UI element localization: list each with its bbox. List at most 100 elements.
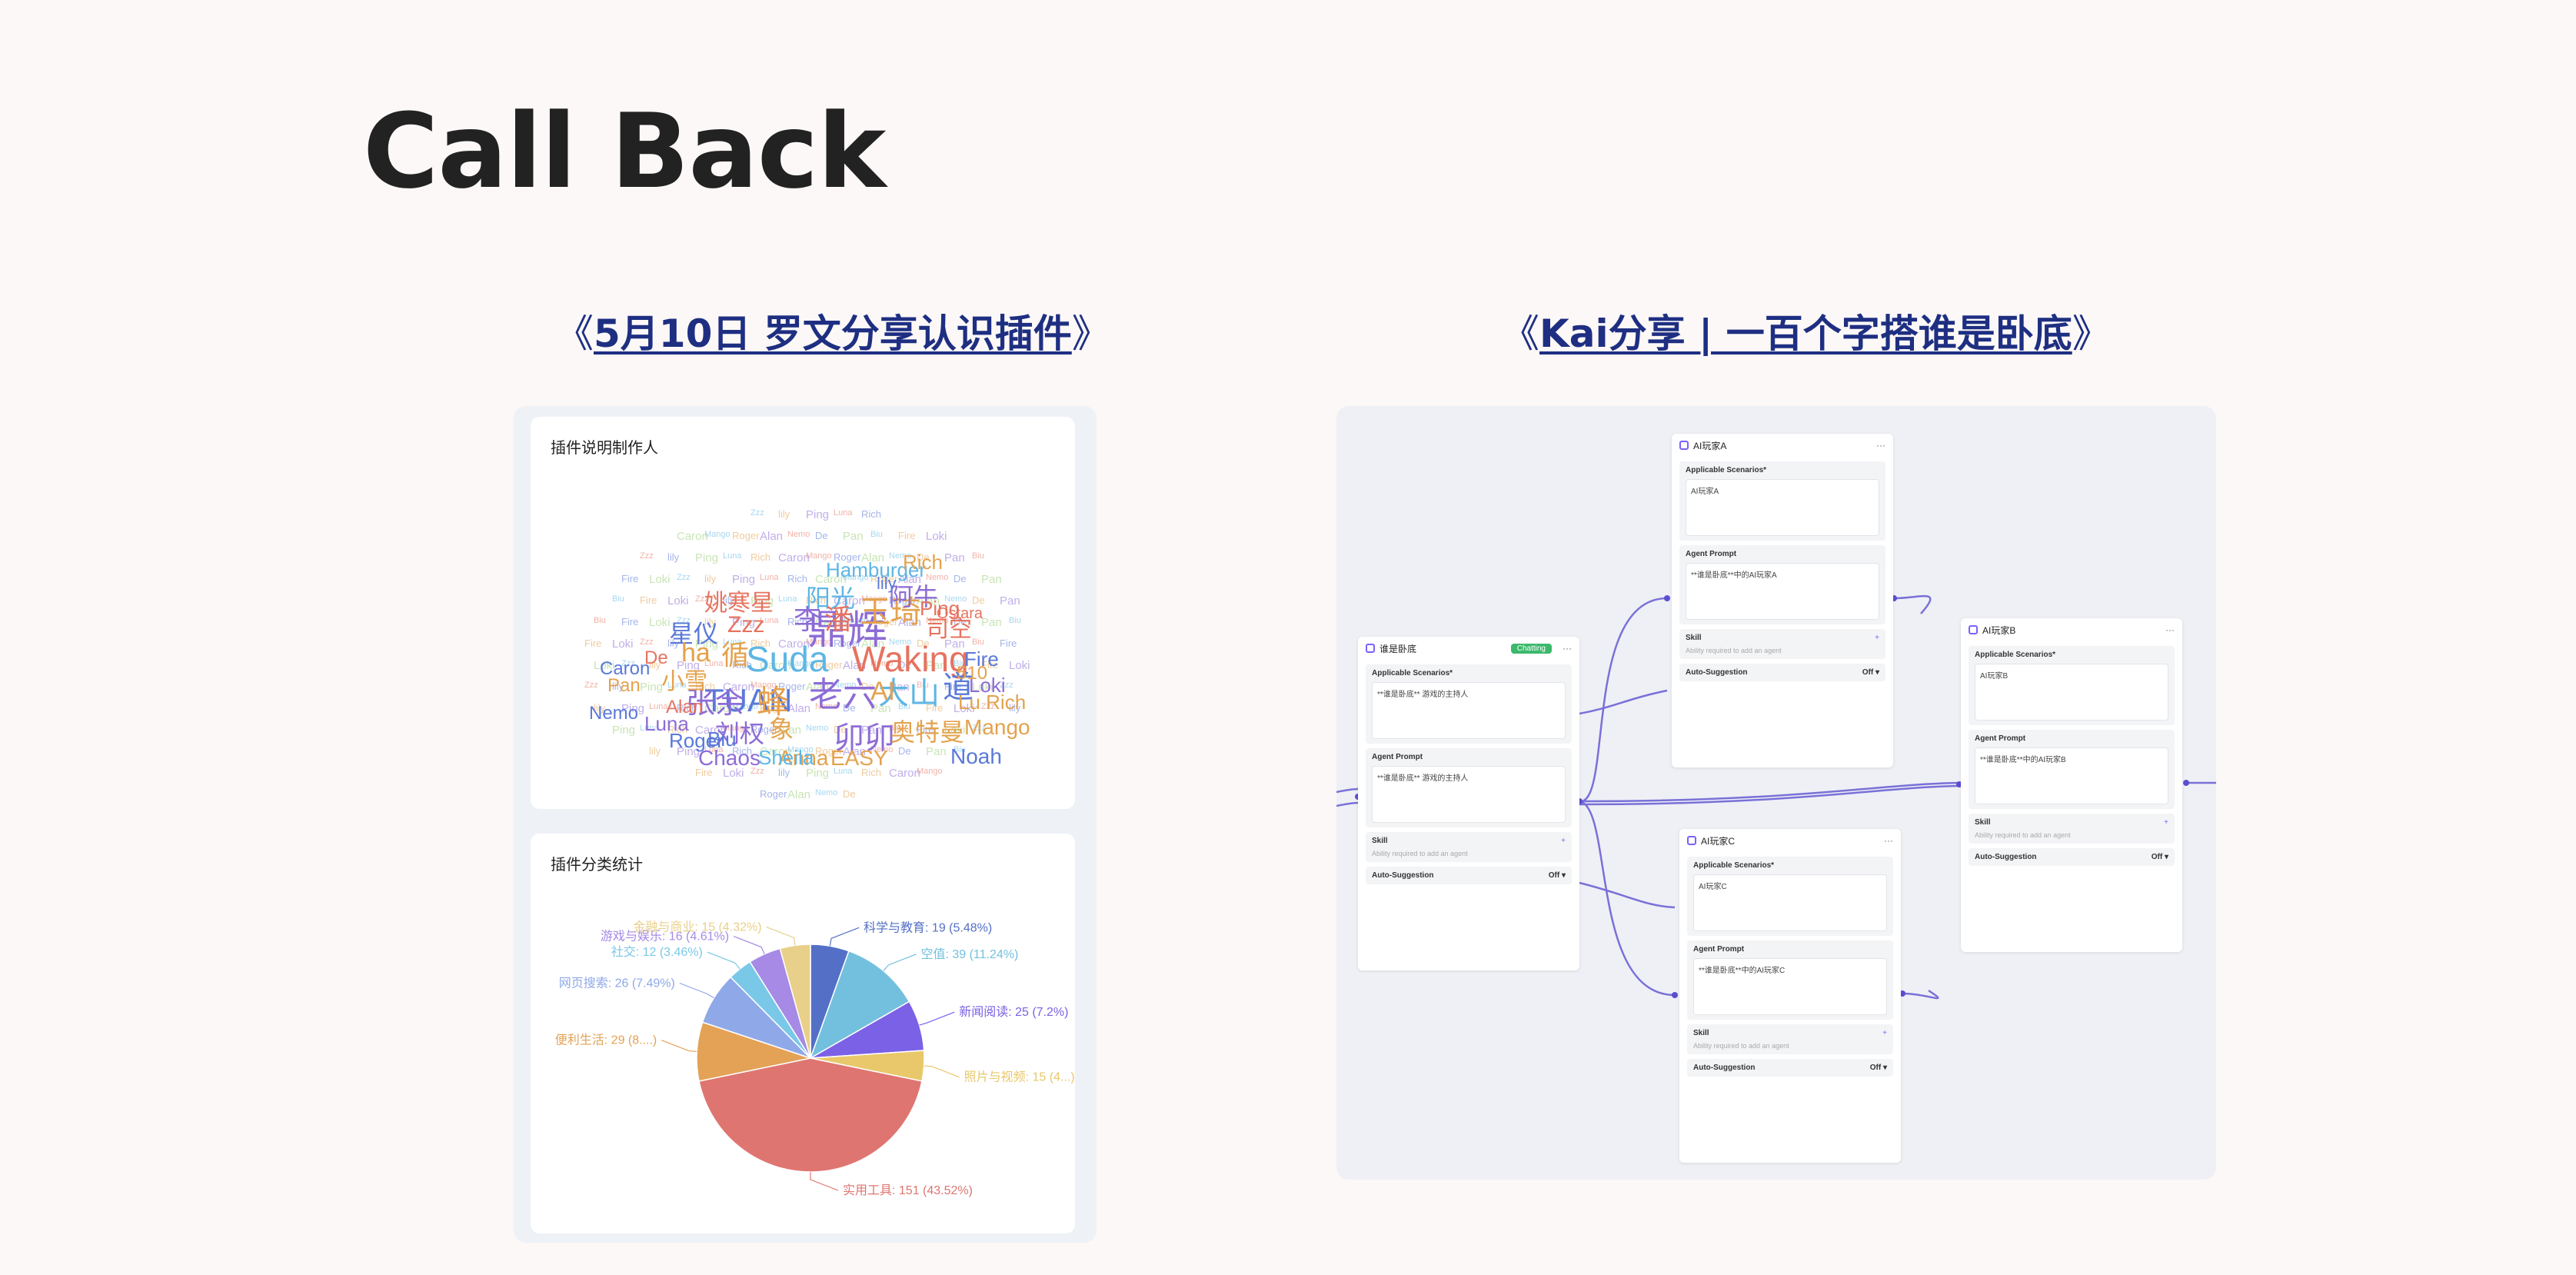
skill-section: Skill+ Ability required to add an agent <box>1679 629 1885 659</box>
cloud-filler-word: Luna <box>778 594 797 604</box>
cloud-filler-word: Roger <box>732 530 760 541</box>
cloud-filler-word: lily <box>649 745 661 757</box>
skill-section: Skill+ Ability required to add an agent <box>1687 1024 1893 1054</box>
cloud-filler-word: Caron <box>760 659 791 672</box>
cloud-filler-word: Rich <box>751 551 771 563</box>
node-ai-b[interactable]: AI玩家B ··· Applicable Scenarios* AI玩家B Ag… <box>1961 618 2182 952</box>
cloud-filler-word: Zzz <box>695 594 709 604</box>
cloud-word: Ostara <box>937 605 983 622</box>
node-ai-a[interactable]: AI玩家A ··· Applicable Scenarios* AI玩家A Ag… <box>1672 434 1893 767</box>
cloud-word: 蜂 <box>757 684 790 720</box>
cloud-word: Waking <box>852 639 969 679</box>
cloud-filler-word: Fire <box>1000 638 1017 649</box>
cloud-filler-word: Zzz <box>677 573 691 582</box>
cloud-word: 阳光 <box>806 584 856 612</box>
cloud-word: 潘 <box>824 604 853 635</box>
cloud-filler-word: De <box>972 594 985 606</box>
cloud-filler-word: Loki <box>612 638 634 651</box>
scenarios-input[interactable]: AI玩家C <box>1693 874 1887 931</box>
cloud-filler-word: Roger <box>778 681 806 692</box>
cloud-filler-word: Alan <box>861 638 885 651</box>
auto-toggle[interactable]: Off ▾ <box>1548 871 1566 880</box>
left-link[interactable]: 5月10日 罗文分享认识插件 <box>594 311 1072 356</box>
cloud-filler-word: Zzz <box>677 616 691 625</box>
cloud-filler-word: Ping <box>640 681 664 694</box>
cloud-filler-word: Caron <box>778 551 810 564</box>
cloud-filler-word: Pan <box>981 616 1002 629</box>
section-label: Agent Prompt <box>1686 550 1737 558</box>
add-skill-button[interactable]: + <box>2164 818 2168 827</box>
cloud-filler-word: Roger <box>889 594 917 606</box>
node-main[interactable]: 谁是卧底 Chatting ··· Applicable Scenarios* … <box>1358 637 1579 970</box>
more-icon[interactable]: ··· <box>1563 643 1572 654</box>
cloud-filler-word: Rich <box>732 745 753 757</box>
cloud-filler-word: Rich <box>677 702 697 714</box>
scenarios-section: Applicable Scenarios* AI玩家C <box>1687 857 1893 936</box>
cloud-filler-word: De <box>898 659 911 671</box>
cloud-filler-word: Ping <box>732 573 756 586</box>
prompt-input[interactable]: **谁是卧底** 游戏的主持人 <box>1372 766 1566 823</box>
cloud-filler-word: Luna <box>667 681 687 690</box>
prompt-input[interactable]: **谁是卧底**中的AI玩家A <box>1686 563 1879 620</box>
cloud-filler-word: Alan <box>843 745 867 758</box>
add-skill-button[interactable]: + <box>1561 837 1566 845</box>
cloud-filler-word: Mango <box>787 659 814 668</box>
cloud-filler-word: Fire <box>981 659 999 671</box>
scenarios-input[interactable]: AI玩家A <box>1686 479 1879 536</box>
auto-toggle[interactable]: Off ▾ <box>1862 668 1879 677</box>
cloud-filler-word: Pan <box>926 745 947 758</box>
cloud-filler-word: Zzz <box>640 638 654 647</box>
skill-label: Skill <box>1975 818 1991 827</box>
more-icon[interactable]: ··· <box>1884 835 1893 846</box>
node-name: AI玩家C <box>1701 835 1736 847</box>
cloud-word: EASY <box>830 746 888 770</box>
scenarios-input[interactable]: AI玩家B <box>1975 664 2168 721</box>
add-skill-button[interactable]: + <box>1875 634 1879 642</box>
prompt-input[interactable]: **谁是卧底**中的AI玩家B <box>1975 747 2168 804</box>
add-skill-button[interactable]: + <box>1882 1029 1887 1037</box>
cloud-filler-word: Rich <box>732 659 753 671</box>
agent-icon <box>1687 836 1696 845</box>
skill-hint: Ability required to add an agent <box>1693 1042 1789 1050</box>
cloud-filler-word: Nemo <box>889 638 912 647</box>
cloud-filler-word: Zzz <box>1000 681 1013 690</box>
cloud-word: Roger <box>669 729 724 752</box>
open-bracket: 《 <box>555 311 594 356</box>
cloud-filler-word: Ping <box>677 659 701 672</box>
node-ai-c[interactable]: AI玩家C ··· Applicable Scenarios* AI玩家C Ag… <box>1679 829 1901 1163</box>
cloud-filler-word: Biu <box>870 530 883 539</box>
edge-main-b-2 <box>1579 784 1960 806</box>
pie-leader-line <box>919 1011 955 1026</box>
cloud-filler-word: Mango <box>787 745 814 754</box>
right-link[interactable]: Kai分享 | 一百个字搭谁是卧底 <box>1539 311 2072 356</box>
auto-toggle[interactable]: Off ▾ <box>1869 1064 1887 1072</box>
auto-toggle[interactable]: Off ▾ <box>2151 853 2168 861</box>
more-icon[interactable]: ··· <box>1876 440 1885 451</box>
cloud-filler-word: Pan <box>1000 594 1020 608</box>
cloud-filler-word: Alan <box>898 616 922 629</box>
cloud-filler-word: Biu <box>917 681 929 690</box>
cloud-filler-word: Luna <box>704 745 724 754</box>
cloud-word: Chaos <box>698 746 760 770</box>
edge-main-c-skill <box>1579 881 1676 909</box>
cloud-filler-word: Roger <box>870 616 898 628</box>
pie-card: 插件分类统计 科学与教育: 19 (5.48%)空值: 39 (11.24%)新… <box>531 834 1075 1233</box>
cloud-filler-word: lily <box>778 767 790 778</box>
more-icon[interactable]: ··· <box>2165 624 2175 635</box>
cloud-filler-word: Ping <box>806 767 830 780</box>
cloud-filler-word: Rich <box>861 767 882 778</box>
section-label: Agent Prompt <box>1372 753 1423 761</box>
scenarios-input[interactable]: **谁是卧底** 游戏的主持人 <box>1372 682 1566 739</box>
cloud-filler-word: Caron <box>723 681 754 694</box>
prompt-input[interactable]: **谁是卧底**中的AI玩家C <box>1693 958 1887 1015</box>
cloud-filler-word: Loki <box>723 767 744 780</box>
cloud-filler-word: De <box>954 573 967 584</box>
cloud-filler-word: De <box>834 724 847 735</box>
cloud-filler-word: Loki <box>649 573 671 586</box>
cloud-filler-word: Caron <box>815 573 847 586</box>
cloud-word: 奥特曼 <box>890 718 965 746</box>
cloud-filler-word: Luna <box>723 551 742 561</box>
